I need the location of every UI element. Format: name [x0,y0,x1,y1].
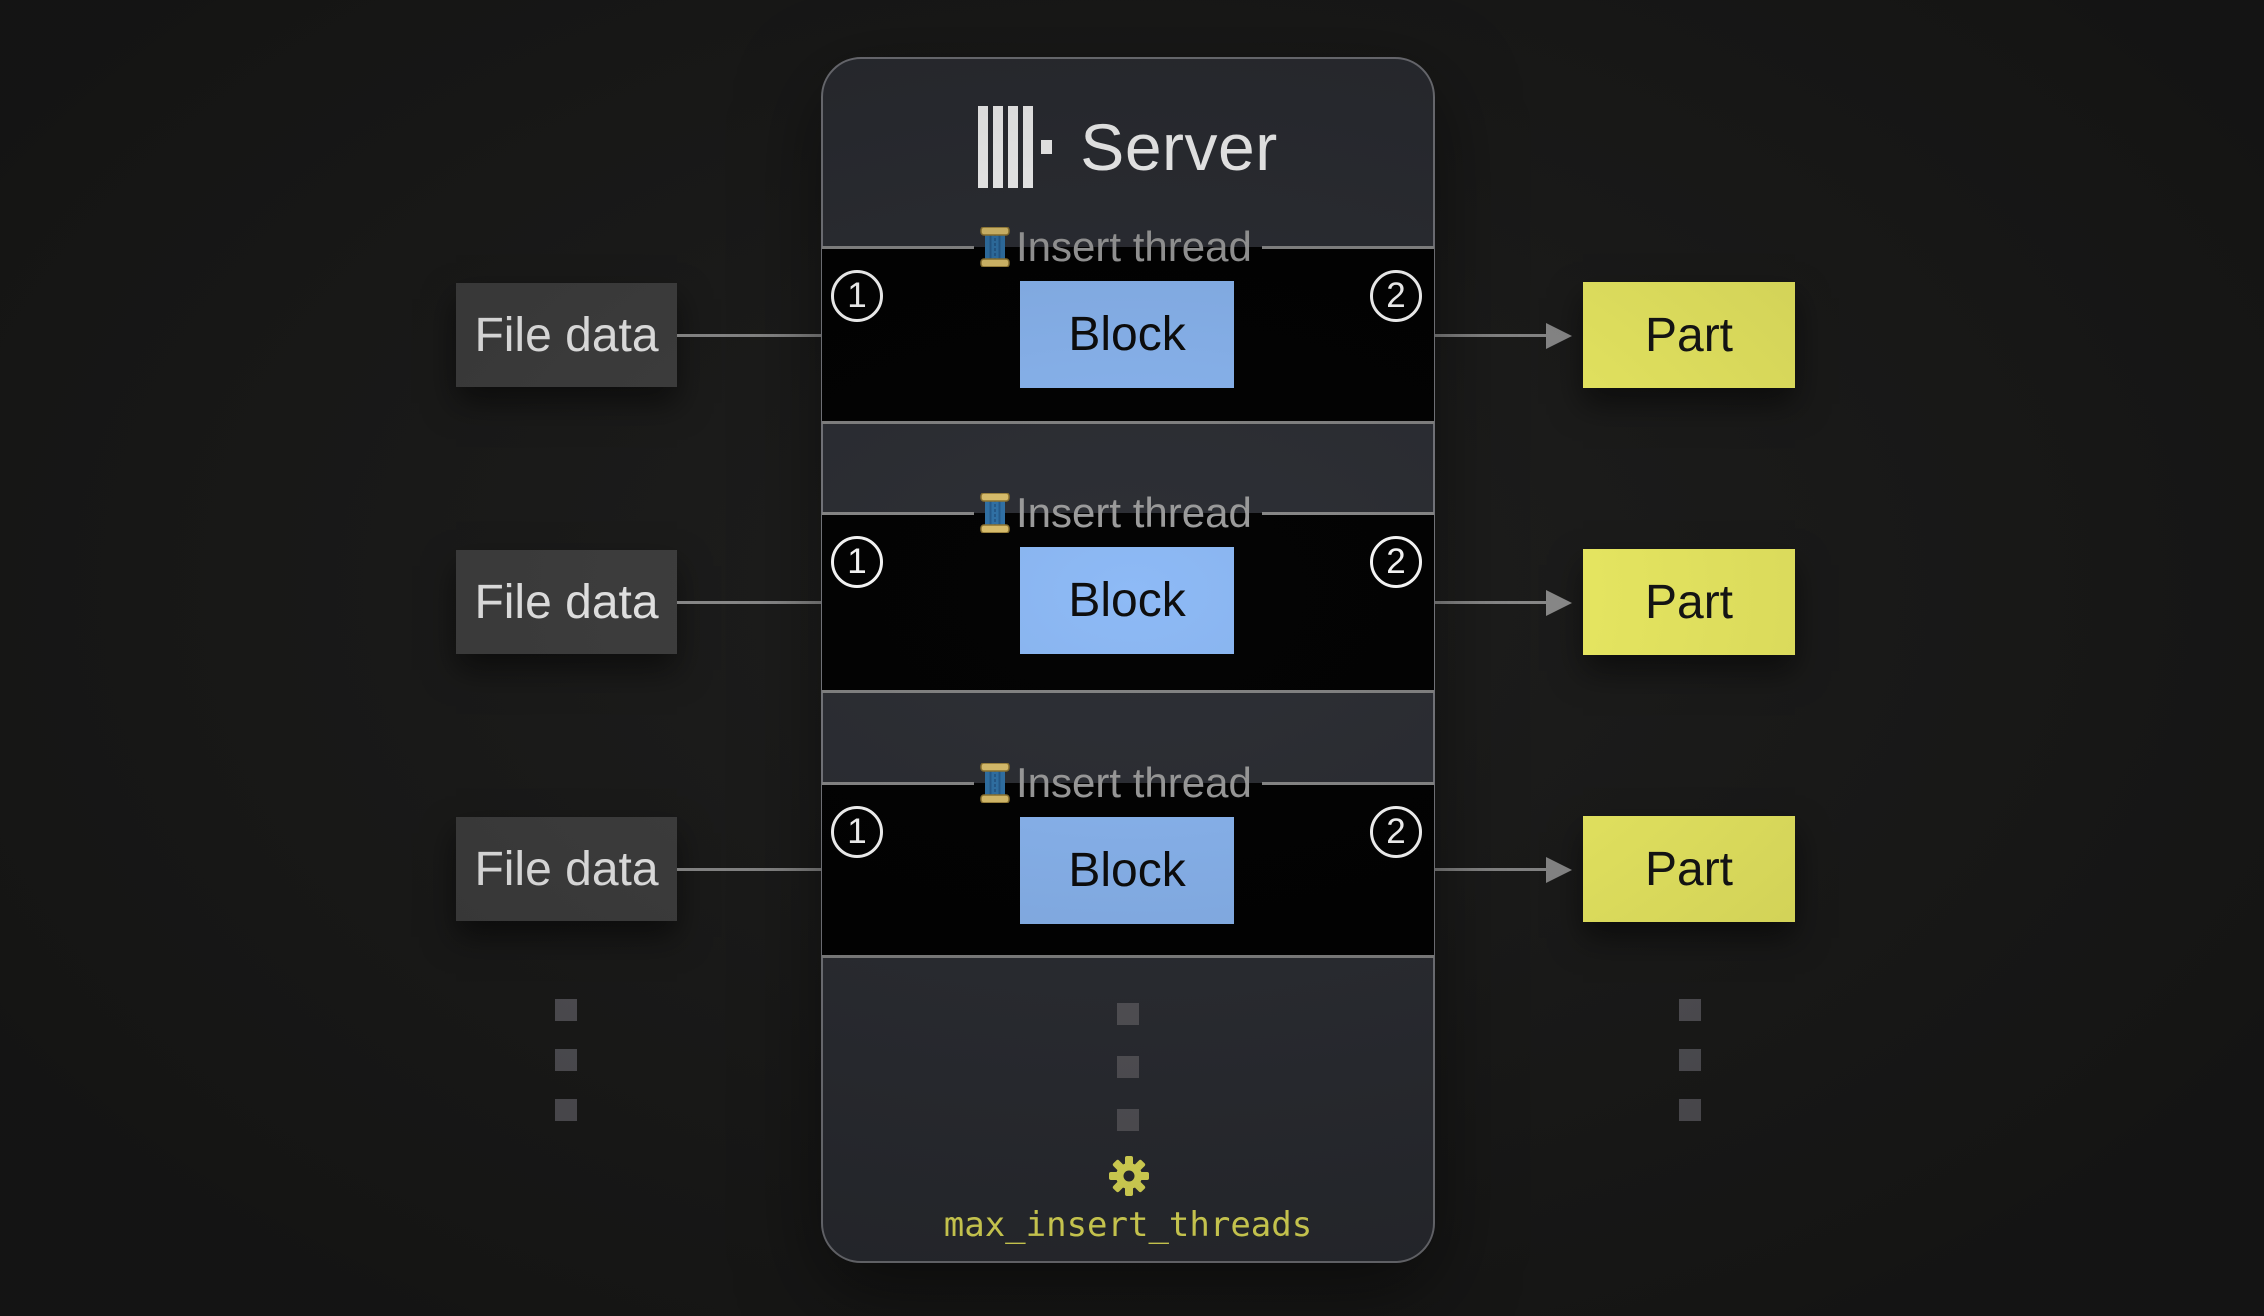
block-node: Block [1020,281,1234,388]
dot [1117,1003,1139,1025]
part-label: Part [1644,842,1734,896]
step-number: 1 [847,812,867,851]
step-1-badge: 1 [831,536,883,588]
part-node: Part [1583,816,1795,922]
block-node: Block [1020,817,1234,924]
insert-thread-legend: Insert thread [822,223,1434,271]
legend-line [822,511,974,515]
insert-thread-label: Insert thread [1016,759,1252,806]
file-data-label: File data [474,308,659,362]
block-label: Block [1068,308,1186,361]
insert-thread-legend: Insert thread [822,489,1434,537]
file-data-label: File data [474,842,659,896]
server-title: Server [1080,110,1278,184]
ellipsis-dots-right [1679,999,1701,1121]
part-node: Part [1583,282,1795,388]
legend-line [822,245,974,249]
thread-spool-icon [980,493,1010,533]
step-2-badge: 2 [1370,806,1422,858]
legend-line [1261,781,1434,785]
block-label: Block [1068,844,1186,897]
step-number: 1 [847,542,867,581]
max-insert-threads-label: max_insert_threads [943,1205,1313,1245]
thread-spool-icon [980,227,1010,267]
insert-thread-legend: Insert thread [822,759,1434,807]
dot [1117,1109,1139,1131]
dot [555,1099,577,1121]
legend-line [1261,245,1434,249]
insert-thread-section: Insert thread 1 Block 2 [822,759,1434,958]
dot [1679,1049,1701,1071]
step-1-badge: 1 [831,270,883,322]
dot [1679,1099,1701,1121]
file-data-node: File data [456,550,677,654]
part-label: Part [1644,575,1734,629]
legend-line [822,781,974,785]
file-data-label: File data [474,575,659,629]
dot [1117,1056,1139,1078]
thread-spool-icon [980,763,1010,803]
server-panel: Server Insert thread 1 Block 2 [821,57,1435,1263]
step-number: 1 [847,276,867,315]
server-header: Server [823,59,1433,235]
ellipsis-dots-center [1117,1003,1139,1131]
step-2-badge: 2 [1370,270,1422,322]
dot [555,999,577,1021]
step-number: 2 [1386,276,1406,315]
file-data-node: File data [456,283,677,387]
legend-line [1261,511,1434,515]
insert-thread-label: Insert thread [1016,489,1252,536]
gear-icon [1109,1156,1149,1196]
ellipsis-dots-left [555,999,577,1121]
step-2-badge: 2 [1370,536,1422,588]
step-1-badge: 1 [831,806,883,858]
part-node: Part [1583,549,1795,655]
part-label: Part [1644,308,1734,362]
file-data-node: File data [456,817,677,921]
step-number: 2 [1386,542,1406,581]
insert-thread-section: Insert thread 1 Block 2 [822,223,1434,424]
clickhouse-logo-icon [978,106,1053,188]
insert-thread-section: Insert thread 1 Block 2 [822,489,1434,693]
dot [555,1049,577,1071]
dot [1679,999,1701,1021]
block-label: Block [1068,574,1186,627]
block-node: Block [1020,547,1234,654]
step-number: 2 [1386,812,1406,851]
insert-thread-label: Insert thread [1016,223,1252,270]
